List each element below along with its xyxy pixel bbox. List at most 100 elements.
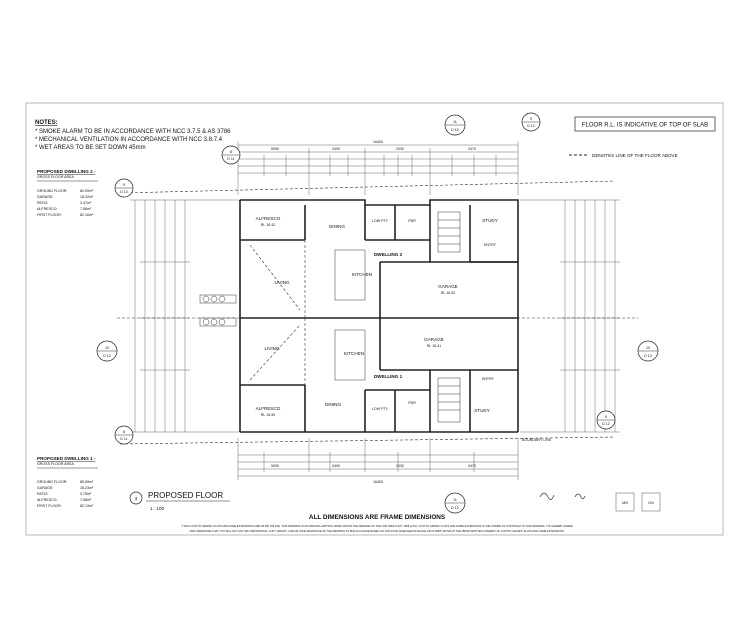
svg-text:D 12: D 12: [527, 124, 535, 128]
dwelling-1-area-table: PROPOSED DWELLING 1 - GROSS FLOOR AREA G…: [37, 456, 98, 508]
area-label: GARAGE:: [37, 486, 53, 490]
svg-text:D 13: D 13: [644, 354, 652, 358]
room-label: ALFRESCO: [256, 216, 281, 221]
drawing-title-block: 3 PROPOSED FLOOR 1 : 100: [129, 491, 230, 511]
area-label: PATIO:: [37, 201, 48, 205]
drawing-title: PROPOSED FLOOR: [148, 491, 223, 500]
right-dimensions: [520, 199, 620, 433]
svg-text:10: 10: [646, 346, 650, 350]
svg-text:D 11: D 11: [227, 157, 234, 161]
grid-markers: 11 D 12 8 D 11 9 D 12 9 D 10 10 D 12 10 …: [96, 112, 659, 514]
dimension-value: 2030: [396, 464, 404, 468]
notes-heading: NOTES:: [35, 120, 58, 126]
grid-marker: 9 D 12: [521, 112, 541, 132]
dimension-value: 5090: [271, 147, 279, 151]
area-label: ALFRESCO:: [37, 498, 57, 502]
grid-marker: 10 D 12: [96, 340, 118, 362]
area-label: FIRST FLOOR:: [37, 504, 62, 508]
grid-marker: 11 D 12: [444, 492, 466, 514]
svg-text:D 12: D 12: [602, 422, 610, 426]
svg-text:D 12: D 12: [451, 128, 459, 132]
floor-above-legend-text: DENOTES LINE OF THE FLOOR ABOVE: [592, 153, 678, 158]
area-value: 82.13m²: [80, 504, 94, 508]
drawing-number: 3: [135, 496, 138, 501]
grid-marker: 11 D 12: [444, 114, 466, 136]
grid-marker: 9 D 10: [114, 178, 134, 198]
grid-marker: 8 D 11: [114, 425, 134, 445]
boundary-line-top: [119, 180, 616, 194]
dwelling-2-area-subtitle: GROSS FLOOR AREA: [37, 175, 75, 179]
initials-box: DN: [648, 501, 654, 505]
notes-line-3: * WET AREAS TO BE SET DOWN 45mm: [35, 145, 146, 151]
room-label: LOW PTY: [372, 219, 389, 223]
dwelling-label: DWELLING 1: [374, 374, 403, 379]
room-label: PDR: [408, 219, 416, 223]
floor-rl-note: FLOOR R.L. IS INDICATIVE OF TOP OF SLAB: [582, 123, 708, 129]
floor-rl-box: [574, 116, 716, 132]
dimension-value: 5090: [271, 464, 279, 468]
notes-line-1: * SMOKE ALARM TO BE IN ACCORDANCE WITH N…: [35, 129, 231, 135]
area-label: PATIO:: [37, 492, 48, 496]
svg-text:8: 8: [230, 150, 232, 154]
area-value: 7.58m²: [80, 498, 92, 502]
room-rl: RL 16.42: [261, 223, 275, 227]
area-value: 3.47m²: [80, 201, 92, 205]
room-label: STUDY: [482, 218, 498, 223]
overall-bottom-dimension: 16400: [373, 480, 383, 484]
area-value: 82.09m²: [80, 189, 94, 193]
area-value: 3.75m²: [80, 492, 92, 496]
bottom-dimensions: 5090 3400 2030 3470 16400: [237, 438, 519, 484]
svg-text:11: 11: [453, 498, 457, 502]
room-label: ALFRESCO: [256, 406, 281, 411]
svg-text:11: 11: [453, 120, 457, 124]
dwelling-1-area-title: PROPOSED DWELLING 1 -: [37, 456, 96, 461]
external-units: [199, 294, 237, 327]
area-label: ALFRESCO:: [37, 207, 57, 211]
area-label: GARAGE:: [37, 195, 53, 199]
frame-dimensions-note: ALL DIMENSIONS ARE FRAME DIMENSIONS: [309, 514, 446, 521]
top-dimensions: 16400 5090 3400 2030 3470: [237, 140, 519, 195]
notes-block: NOTES: * SMOKE ALARM TO BE IN ACCORDANCE…: [35, 120, 231, 151]
room-rl: RL 16.52: [441, 291, 455, 295]
room-label: ENTRY: [482, 377, 495, 381]
room-label: LOW PTY: [372, 407, 389, 411]
dwelling-2-area-table: PROPOSED DWELLING 2 - GROSS FLOOR AREA G…: [37, 169, 98, 217]
grid-marker: 9 D 12: [596, 410, 616, 430]
svg-text:9: 9: [605, 415, 607, 419]
room-label: STUDY: [474, 408, 490, 413]
room-rl: RL 16.41: [427, 344, 441, 348]
svg-text:9: 9: [123, 183, 125, 187]
dimension-value: 3400: [332, 464, 340, 468]
room-rl: RL 16.50: [261, 413, 275, 417]
dwelling-1-area-subtitle: GROSS FLOOR AREA: [37, 462, 75, 466]
svg-text:D 11: D 11: [120, 437, 127, 441]
area-value: 85.69m²: [80, 480, 94, 484]
area-label: GROUND FLOOR:: [37, 480, 67, 484]
copyright-line-1: © 2021 CUSTTO GRANNY FLATS AND HOME EXTE…: [181, 524, 572, 528]
dimension-value: 3470: [468, 147, 476, 151]
dimension-value: 3400: [332, 147, 340, 151]
area-label: GROUND FLOOR:: [37, 189, 67, 193]
stairs: [437, 211, 461, 423]
room-label: DINING: [325, 402, 342, 407]
room-labels: ALFRESCO RL 16.42 DINING LOW PTY PDR STU…: [256, 216, 498, 417]
initials-box: MN: [622, 501, 628, 505]
area-label: FIRST FLOOR:: [37, 213, 62, 217]
building-walls: [239, 199, 519, 433]
svg-text:D 10: D 10: [120, 190, 128, 194]
area-value: 82.16m²: [80, 213, 94, 217]
area-value: 18.22m²: [80, 195, 94, 199]
signature-marks: MN DN: [539, 492, 661, 512]
room-label: DINING: [329, 224, 346, 229]
area-value: 7.58m²: [80, 207, 92, 211]
room-label: ENTRY: [484, 243, 497, 247]
boundary-line-label: BOUNDARY LINE: [522, 438, 552, 442]
room-label: KITCHEN: [344, 351, 364, 356]
room-label: GARAGE: [424, 337, 444, 342]
room-label: LIVING: [274, 280, 289, 285]
overall-top-dimension: 16400: [373, 140, 383, 144]
grid-marker: 10 D 13: [637, 340, 659, 362]
svg-text:D 12: D 12: [103, 354, 111, 358]
dwelling-2-area-title: PROPOSED DWELLING 2 -: [37, 169, 96, 174]
